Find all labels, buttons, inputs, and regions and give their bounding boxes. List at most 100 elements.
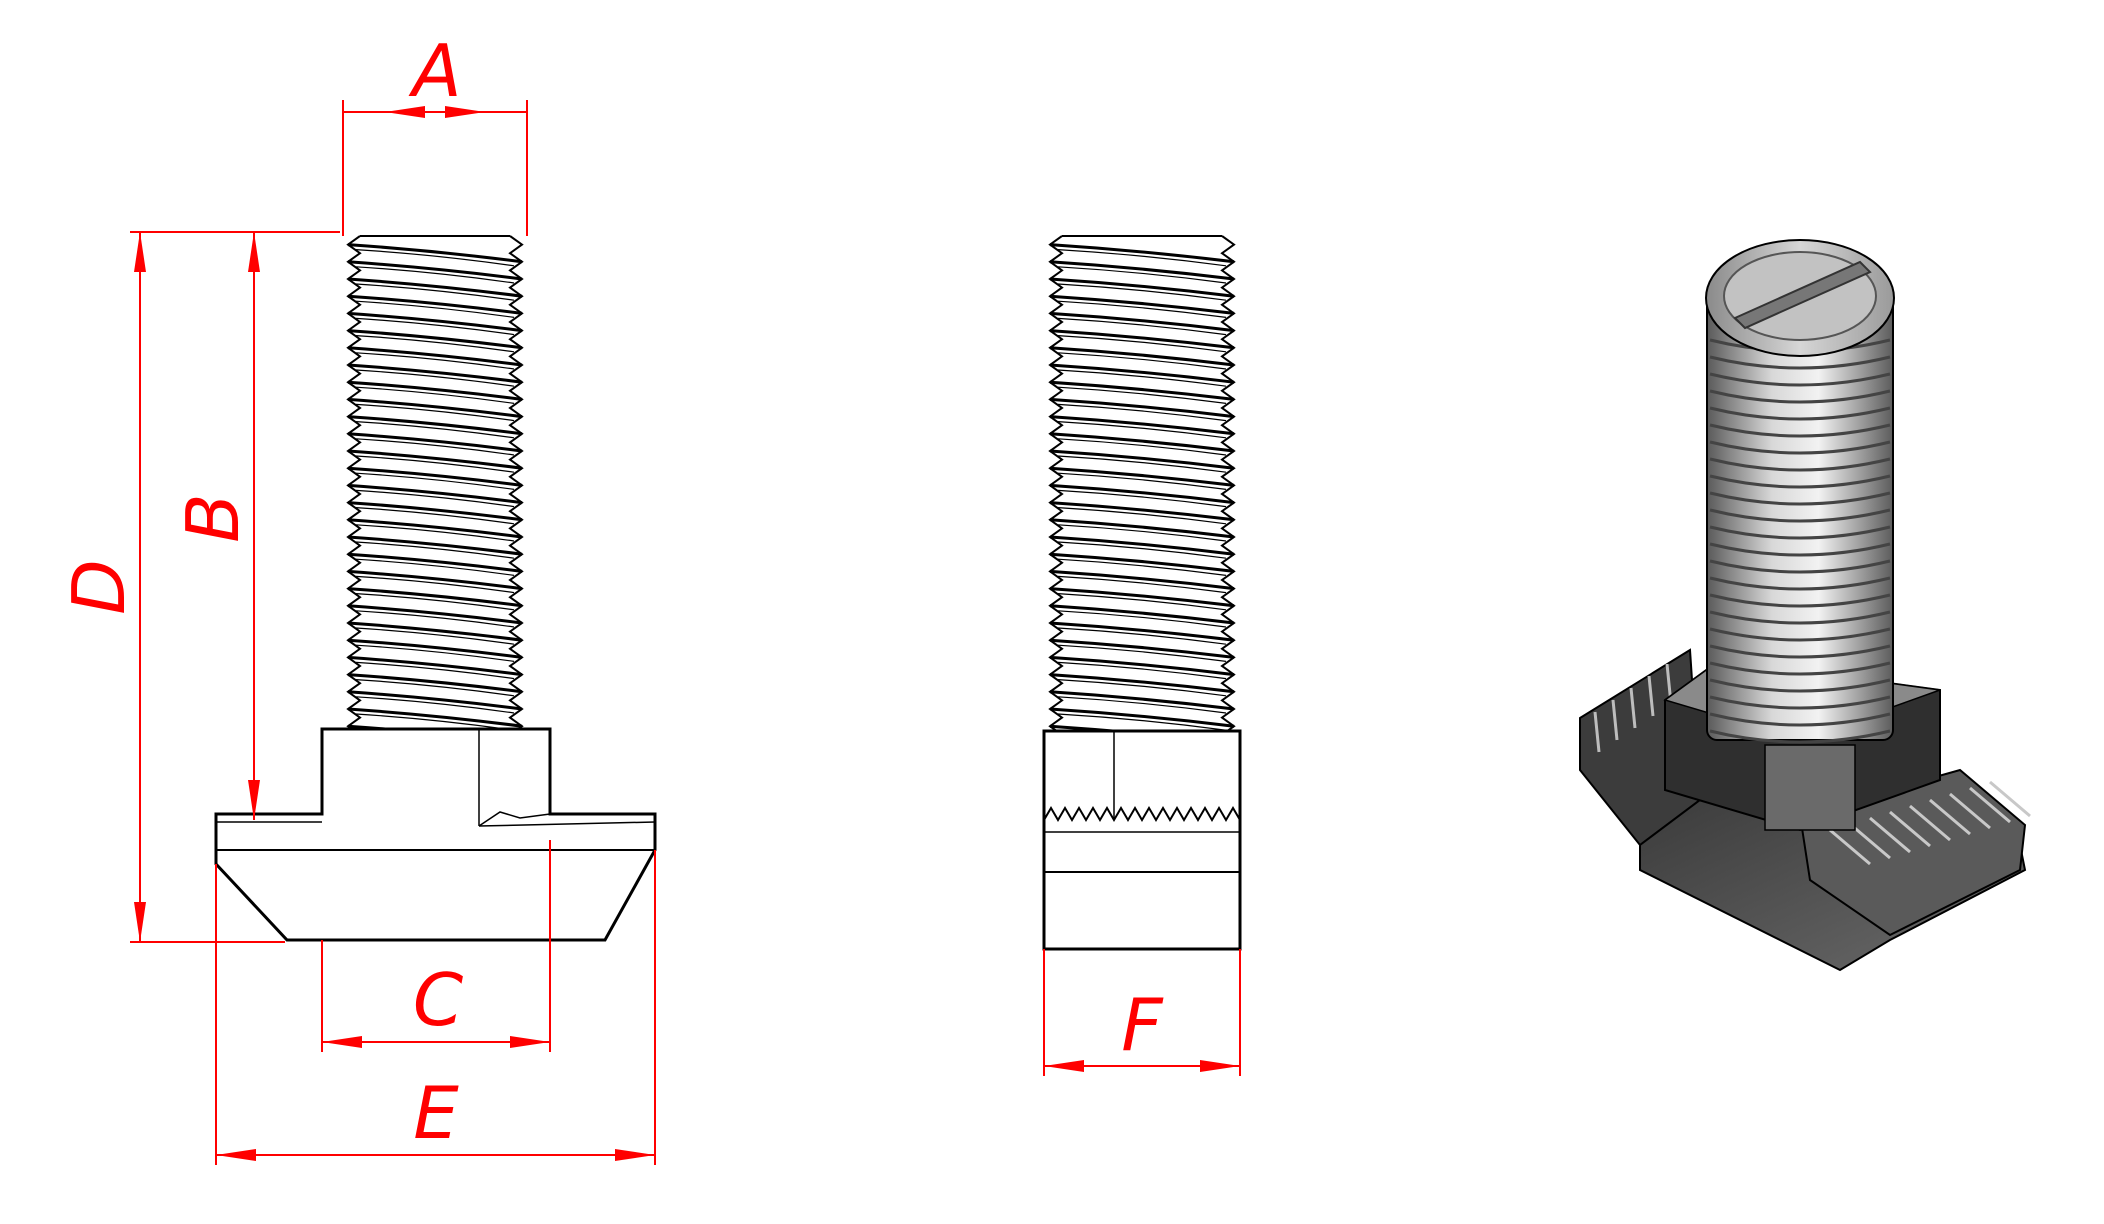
side-thread-root [1057,455,1227,473]
front-thread-crest [347,294,523,315]
front-thread-crest [347,483,523,505]
dimension-label-D: D [57,559,141,614]
side-thread [1048,235,1236,748]
side-thread-crest [1049,449,1235,470]
front-thread-root [355,403,515,422]
front-thread-root [355,696,515,714]
iso-thread-ring [1709,440,1891,455]
iso-thread-ring [1709,678,1891,693]
dimension-label-B: B [171,493,255,542]
side-thread-crest [1049,397,1235,419]
front-thread-root [355,661,515,680]
side-thread-root [1057,438,1227,456]
side-thread-crest [1049,535,1235,556]
side-thread-root [1057,283,1227,301]
side-thread-root [1057,713,1227,731]
front-view [214,235,657,942]
iso-right-teeth [1829,780,2031,866]
front-thread-root [355,438,515,456]
side-thread-crest [1049,294,1235,315]
side-thread-root [1057,249,1227,267]
front-thread-root [355,524,515,542]
front-thread-crest [347,535,523,556]
front-thread-root [355,507,515,525]
front-thread-root [355,266,515,284]
iso-thread-ring [1709,695,1891,710]
iso-thread-ring [1709,423,1891,438]
front-thread-root [355,300,515,318]
iso-thread-ring [1709,491,1891,506]
front-thread-crest [347,587,523,608]
side-thread-root [1057,421,1227,439]
side-thread-root [1057,403,1227,422]
front-thread-root [355,558,515,576]
iso-thread-ring [1709,372,1891,387]
side-view [1042,235,1242,951]
front-thread-root [355,317,515,336]
iso-thread-ring [1709,508,1891,523]
iso-thread-ring [1709,525,1891,540]
side-thread-root [1057,661,1227,680]
iso-view [1579,239,2031,972]
side-thread-root [1057,489,1227,508]
front-thread-crest [347,707,523,728]
dimension-label-E: E [413,1071,459,1155]
side-thread-crest [1049,329,1235,350]
iso-thread-ring [1709,712,1891,727]
iso-thread-ring [1709,542,1891,557]
side-thread-root [1057,679,1227,697]
side-thread-root [1057,644,1227,662]
front-thread-root [355,335,515,353]
side-thread-crest [1049,415,1235,436]
iso-left-teeth [1593,663,1673,753]
side-head-outline [1042,729,1242,951]
front-thread-crest [347,311,523,333]
side-thread-crest [1049,552,1235,573]
iso-thread-ring [1709,406,1891,421]
side-thread-crest [1049,243,1235,264]
side-thread-crest [1049,587,1235,608]
side-thread-root [1057,610,1227,628]
side-thread-root [1057,266,1227,284]
front-thread [346,235,524,748]
side-thread-crest [1049,483,1235,505]
front-thread-crest [347,604,523,625]
front-thread-root [355,627,515,645]
front-thread-crest [347,655,523,677]
front-thread-root [355,610,515,628]
front-thread-root [355,249,515,267]
side-thread-root [1057,507,1227,525]
iso-thread-ring [1709,644,1891,659]
iso-thread-ring [1709,661,1891,676]
front-thread-root [355,352,515,370]
iso-thread-ring [1709,559,1891,574]
front-head-line [478,811,551,827]
front-head-outline [214,727,657,942]
side-thread-root [1057,558,1227,576]
front-thread-crest [347,432,523,453]
side-thread-crest [1049,501,1235,522]
front-thread-crest [347,466,523,487]
side-thread-crest [1049,655,1235,677]
front-thread-crest [347,260,523,281]
front-thread-root [355,593,515,611]
side-thread-crest [1049,466,1235,487]
front-thread-crest [347,690,523,711]
front-thread-crest [347,518,523,539]
front-thread-root [355,455,515,473]
front-thread-crest [347,501,523,522]
side-thread-crest [1049,518,1235,539]
side-thread-crest [1049,260,1235,281]
iso-thread-ring [1709,355,1891,370]
side-serration [1043,806,1241,822]
side-thread-crest [1049,673,1235,694]
front-thread-root [355,541,515,559]
front-thread-root [355,421,515,439]
front-thread-crest [347,380,523,401]
side-thread-root [1057,352,1227,370]
iso-neck-face [1764,744,1856,831]
iso-thread-ring [1709,474,1891,489]
side-thread-crest [1049,311,1235,333]
front-head-line [478,821,656,827]
